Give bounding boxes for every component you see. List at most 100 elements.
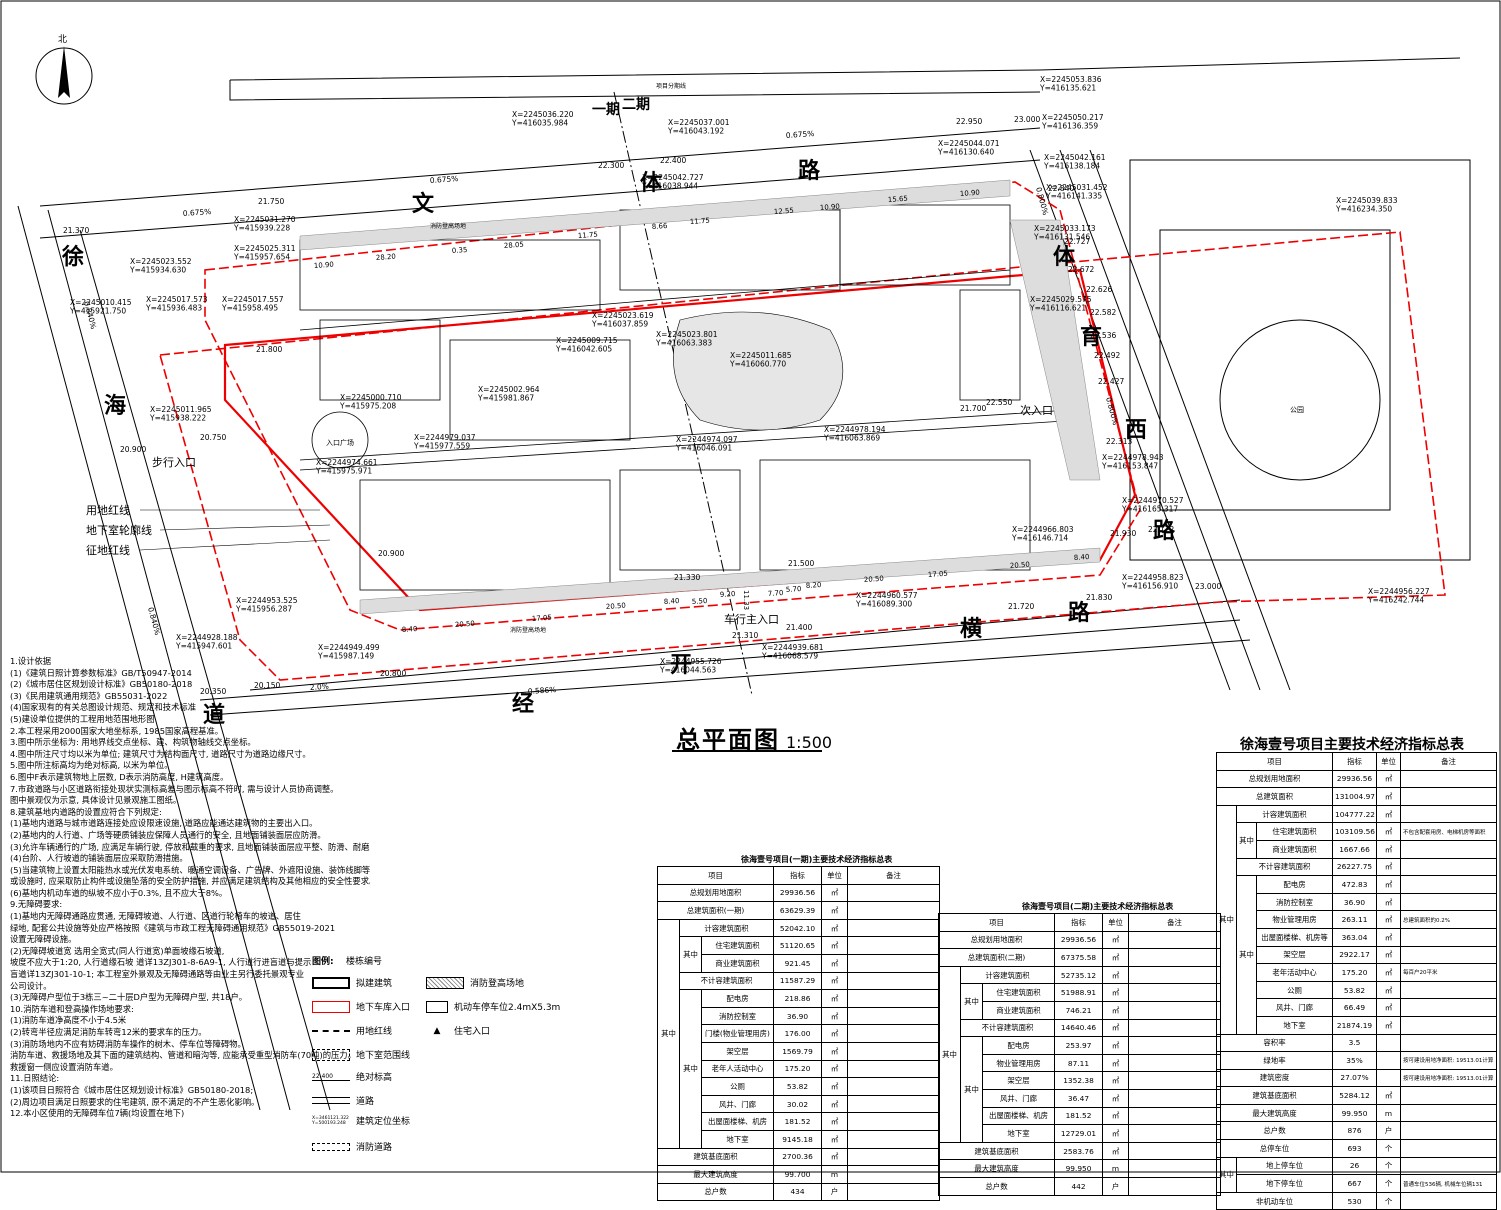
group-cell: 其中 <box>1216 1156 1237 1193</box>
table-cell-unit: ㎡ <box>1376 787 1402 806</box>
table-cell-name: 地下停车位 <box>1235 1174 1334 1193</box>
table-cell-note <box>847 883 941 903</box>
legend-title: 图例: <box>312 957 334 967</box>
elevation-label: 22.626 <box>1086 285 1112 294</box>
road-lines <box>17 57 1471 1111</box>
table-cell-note <box>1128 1000 1222 1020</box>
table-cell-name: 不计容建筑面积 <box>959 1018 1056 1038</box>
slope-label: 0.840% <box>146 606 162 636</box>
table-cell-value: 176.00 <box>773 1024 823 1043</box>
dimension-label: 28.05 <box>504 241 525 250</box>
table-cell-value: 746.21 <box>1054 1000 1104 1020</box>
note-line: (1)基地内无障碍通路应贯通, 无障碍坡道、人行道、区道行轮椅车的坡道、居住 <box>10 911 301 922</box>
table-cell-unit: ㎡ <box>1376 857 1402 877</box>
table-cell-value: 1667.66 <box>1332 839 1378 859</box>
note-line: 11.日照结论: <box>10 1073 60 1084</box>
table-cell-note <box>847 1041 941 1061</box>
table-cell-name: 公厕 <box>700 1077 775 1096</box>
table-cell-note <box>1400 892 1498 912</box>
slope-label: 2.0% <box>310 682 330 692</box>
table-cell-name: 商业建筑面积 <box>1255 839 1334 859</box>
elevation-label: 21.370 <box>63 226 89 235</box>
table-cell-value: 99.700 <box>773 1165 823 1184</box>
table-cell-name: 消防控制室 <box>700 1006 775 1026</box>
table-cell-value: 99.950 <box>1054 1159 1104 1178</box>
table-cell-value: 26227.75 <box>1332 857 1378 877</box>
elevation-label: 21.930 <box>1110 529 1136 538</box>
note-line: 8.建筑基地内道路的设置应符合下列规定: <box>10 806 162 817</box>
note-line: 绿地, 配套公共设施等处应严格按照《建筑与市政工程无障碍通用规范》GB55019… <box>10 922 336 933</box>
elevation-label: 21.310 <box>732 631 758 640</box>
table-header-cell: 项目 <box>937 913 1056 932</box>
table-cell-value: 21874.19 <box>1332 1015 1378 1035</box>
table-cell-note <box>847 1182 941 1202</box>
elevation-label: 22.300 <box>598 161 624 170</box>
road-name-dao: 道 <box>203 702 225 728</box>
legend: 图例: 楼栋编号 拟建建筑 消防登高场地 地下车库入口 机动车停车位2.4mX5… <box>306 954 606 1164</box>
dimension-label: 15.65 <box>888 195 909 204</box>
table-cell-unit: ㎡ <box>1376 1015 1402 1035</box>
table-cell-name: 出屋面楼梯、机房等 <box>1255 927 1334 947</box>
table-cell-name: 物业管理用房 <box>981 1053 1056 1073</box>
note-line: (5)当建筑物上设置太阳能热水或光伏发电系统、暖通空调设备、广告牌、外遮阳设施、… <box>10 864 370 875</box>
note-line: 救援窗一侧应设置消防车道。 <box>10 1061 118 1072</box>
elevation-label: 22.582 <box>1090 308 1116 317</box>
table-cell-name: 配电房 <box>1255 875 1334 894</box>
table-cell-note <box>1400 769 1498 789</box>
basement-line-label: 地下室轮廓线 <box>86 523 152 537</box>
red-lines <box>158 181 1446 681</box>
table-cell-note <box>847 918 941 938</box>
table-phase1-title: 徐海壹号项目(一期)主要技术经济指标总表 <box>741 855 893 864</box>
table-cell-note <box>1128 1124 1222 1143</box>
dimension-label: 28.20 <box>376 253 397 262</box>
table-cell-value: 36.90 <box>1332 892 1378 912</box>
elevation-label: 20.750 <box>200 433 226 442</box>
table-header-cell: 备注 <box>1128 913 1222 932</box>
note-line: 5.图中所注标高均为绝对标高, 以米为单位。 <box>10 760 173 771</box>
table-cell-value: 53.82 <box>1332 980 1378 1000</box>
table-cell-unit: ㎡ <box>1376 910 1402 929</box>
dimension-label: 20.50 <box>1010 561 1031 570</box>
table-cell-value: 131004.97 <box>1332 787 1378 806</box>
note-line: 或设施时, 应采取防止构件或设施坠落的安全防护措施, 并应满足建筑结构及其他相应… <box>10 876 370 887</box>
table-cell-value: 66.49 <box>1332 998 1378 1017</box>
table-cell-unit: ㎡ <box>1376 963 1402 982</box>
note-line: (1)消防车道净高度不小于4.5米 <box>10 1015 127 1026</box>
table-header-cell: 单位 <box>1102 913 1130 932</box>
table-cell-note <box>1400 857 1498 877</box>
table-total-title: 徐海壹号项目主要技术经济指标总表 <box>1240 737 1464 753</box>
entrance-plaza-circle <box>311 411 369 469</box>
table-cell-note <box>1400 1156 1498 1176</box>
fire-ground-swatch-icon <box>426 976 464 989</box>
table-cell-name: 风井、门廊 <box>1255 998 1334 1017</box>
legend-garage-entrance: 地下车库入口 <box>312 1000 410 1013</box>
legend-proposed-text: 拟建建筑 <box>356 979 393 989</box>
dimension-label: 10.90 <box>820 203 841 212</box>
note-line: 坡度不应大于1:20, 人行道缘石坡 道详13ZJ301-8-6A9-1, 人行… <box>10 957 312 968</box>
table-cell-note: 不包含配套用房、电梯机房等面积 <box>1400 822 1498 841</box>
table-cell-note <box>1128 965 1222 985</box>
elevation-label: 21.750 <box>258 197 284 206</box>
table-cell-name: 不计容建筑面积 <box>1235 857 1334 877</box>
elevation-label: 21.330 <box>674 573 700 582</box>
table-cell-name: 地上停车位 <box>1235 1156 1334 1176</box>
note-line: 盲道详13ZJ301-10-1; 本工程室外景观及无障碍通路等由业主另行委托景观… <box>10 969 305 980</box>
